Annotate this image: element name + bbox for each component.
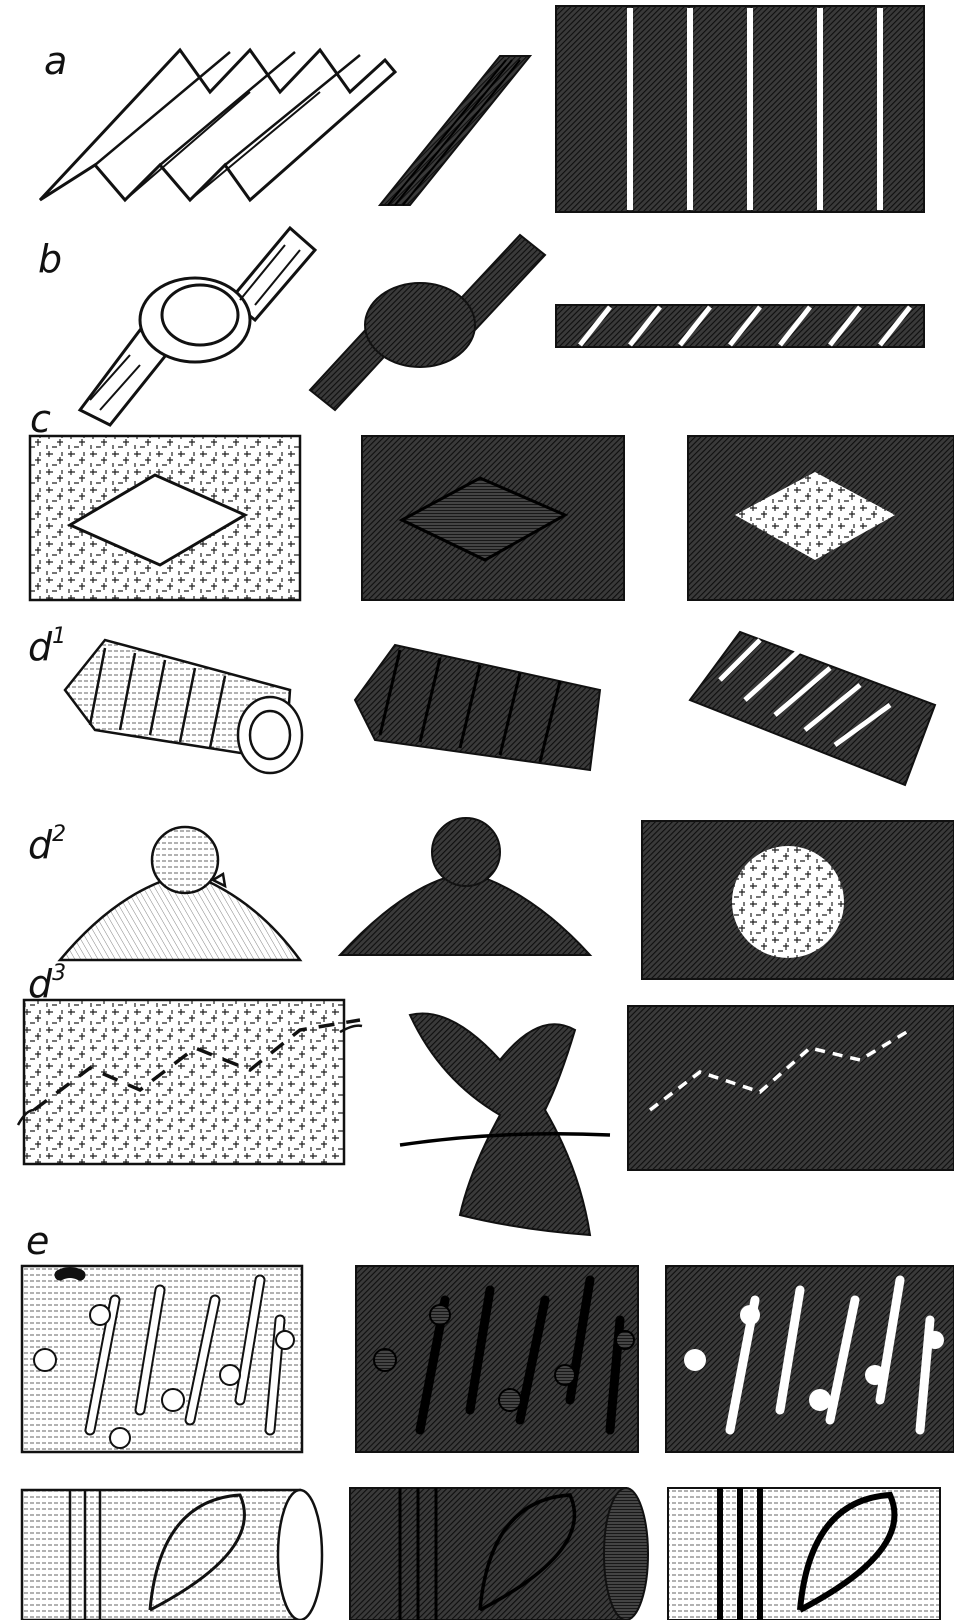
row-d1-rolled-bundle-dyed <box>355 645 600 770</box>
row-f-tied-roll-dyed <box>350 1488 648 1620</box>
row-d3-stitched-cloth-light <box>18 1000 362 1164</box>
row-e-wax-resist-light <box>22 1266 302 1452</box>
row-f-tied-roll-result <box>668 1488 940 1620</box>
row-d2-circle-result <box>642 821 954 979</box>
row-d3-gathered-cloth-dyed <box>400 1013 610 1235</box>
row-b-knotted-rope-dyed <box>310 235 545 410</box>
row-a-striped-result <box>556 6 924 212</box>
row-d1-rolled-bundle-light <box>65 640 302 773</box>
row-a-pleated-fabric-dyed <box>380 56 530 205</box>
row-d3-stitched-result <box>628 1006 954 1170</box>
row-d2-tied-cloth-dyed <box>340 818 590 955</box>
row-e-wax-resist-dyed <box>356 1266 638 1452</box>
row-b-knotted-rope-light <box>80 228 315 425</box>
row-c-cloth-light <box>30 436 300 600</box>
row-c-cloth-dyed <box>362 436 624 600</box>
row-a-pleated-fabric-light <box>40 50 395 200</box>
row-d1-bundle-result <box>690 632 935 785</box>
row-f-tied-roll-light <box>22 1490 322 1620</box>
row-b-twisted-result <box>556 305 924 347</box>
row-c-diamond-result <box>688 436 954 600</box>
row-d2-tied-cloth-light <box>60 827 300 960</box>
row-e-wax-resist-result <box>666 1266 954 1452</box>
